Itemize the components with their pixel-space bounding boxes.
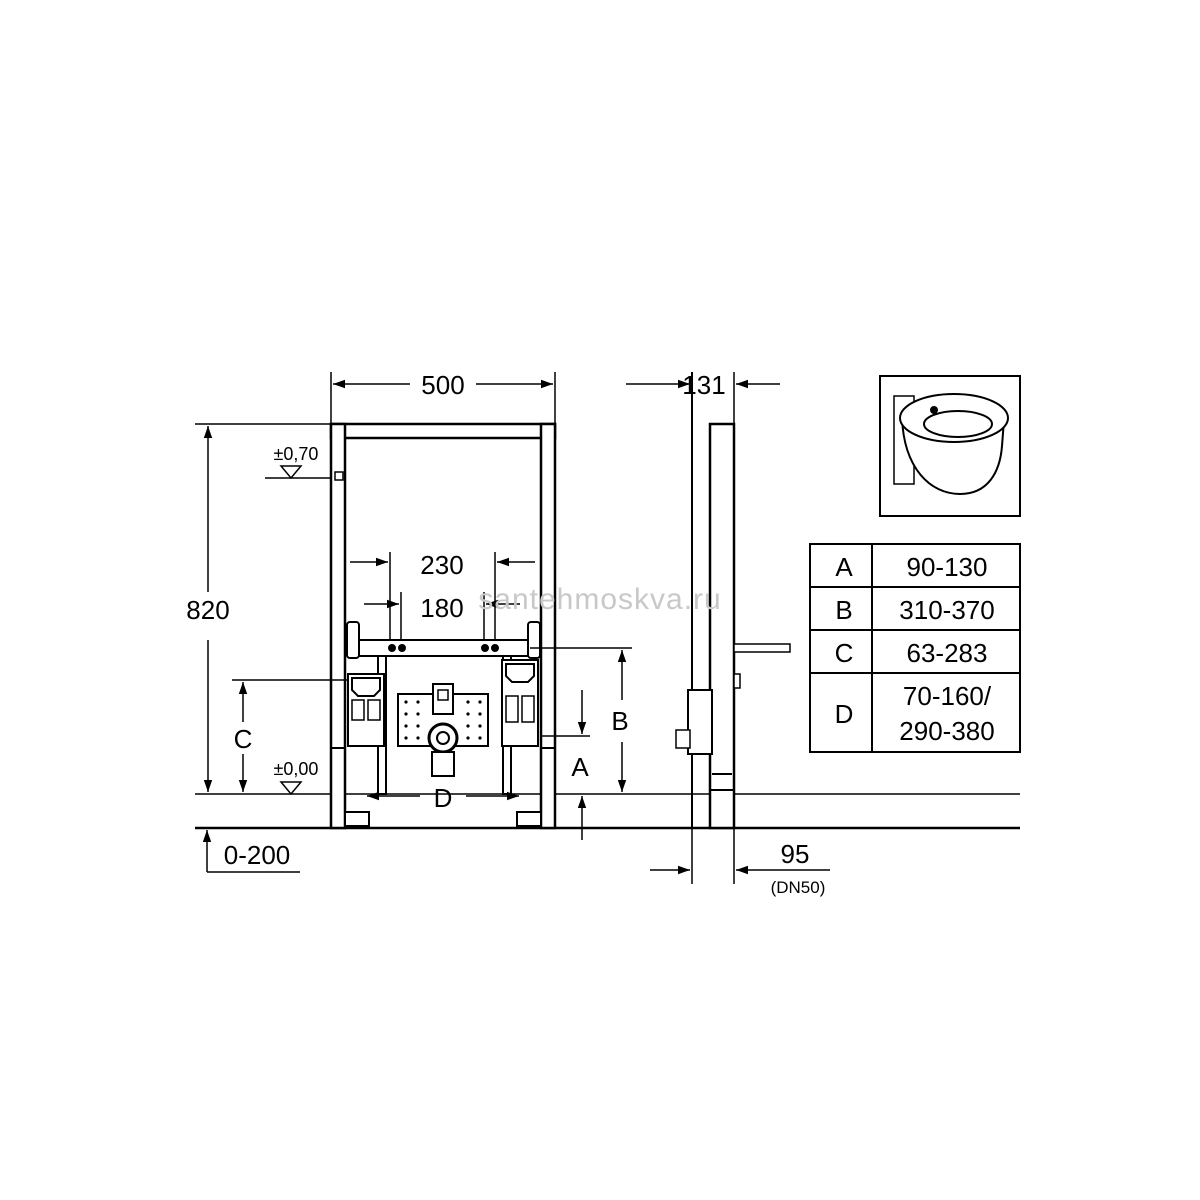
table-key-b: B: [835, 595, 852, 625]
table-value-a: 90-130: [907, 552, 988, 582]
table-value-d-line1: 70-160/: [903, 681, 992, 711]
table-key-c: C: [835, 638, 854, 668]
dim-drain-95: 95: [781, 839, 810, 869]
dimension-table: [809, 543, 1021, 753]
level-top: ±0,70: [274, 444, 319, 464]
frame-top-bar: [329, 422, 557, 440]
front-dimensions: [195, 372, 632, 873]
bidet-thumbnail: [879, 375, 1021, 517]
dim-depth-131: 131: [682, 370, 725, 400]
front-view: [195, 422, 665, 830]
table-value-b: 310-370: [899, 595, 994, 625]
table-value-c: 63-283: [907, 638, 988, 668]
label-b: B: [611, 706, 628, 736]
left-foot: [344, 811, 370, 827]
frame-left-upright: [329, 422, 347, 830]
bidet-icon: [893, 393, 1009, 496]
dim-spacing-230: 230: [420, 550, 463, 580]
side-view: [665, 372, 1020, 830]
dim-offset-0-200: 0-200: [224, 840, 291, 870]
watermark: santehmoskva.ru: [478, 583, 721, 616]
label-a: A: [571, 752, 589, 782]
dim-width-500: 500: [421, 370, 464, 400]
table-value-d-line2: 290-380: [899, 716, 994, 746]
dim-height-820: 820: [186, 595, 229, 625]
label-c: C: [234, 724, 253, 754]
dim-spacing-180: 180: [420, 593, 463, 623]
labels: 500 820 ±0,70 ±0,00 230 180 C D B A 0-20…: [186, 370, 994, 897]
label-d: D: [434, 783, 453, 813]
cross-bar: [351, 639, 535, 657]
level-floor: ±0,00: [274, 759, 319, 779]
side-dimensions: [626, 372, 830, 884]
frame-side-profile: [708, 422, 736, 830]
dim-drain-dn50: (DN50): [771, 878, 826, 897]
table-key-a: A: [835, 552, 853, 582]
connection-rod: [733, 643, 791, 653]
frame-right-upright: [539, 422, 557, 830]
right-foot: [516, 811, 542, 827]
table-key-d: D: [835, 699, 854, 729]
